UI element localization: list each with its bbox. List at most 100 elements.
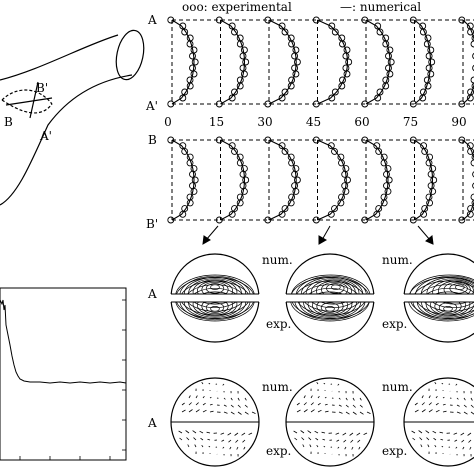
velocity-vector bbox=[195, 409, 200, 413]
row-b-exp-point bbox=[293, 176, 301, 184]
row-a-exp-point bbox=[215, 100, 223, 108]
velocity-vector bbox=[207, 438, 211, 441]
row-b-exp-point bbox=[385, 176, 393, 184]
row-b-exp-point bbox=[186, 159, 194, 167]
row-a-exp-point bbox=[409, 100, 417, 108]
angle-label-60: 60 bbox=[354, 115, 369, 129]
velocity-vector bbox=[463, 404, 467, 408]
row-b-exp-point bbox=[190, 187, 198, 195]
velocity-vector bbox=[195, 395, 198, 399]
velocity-vector bbox=[237, 404, 241, 408]
row-a-exp-point bbox=[466, 94, 474, 102]
vector-panel-1 bbox=[170, 377, 260, 467]
time-trace-plot bbox=[0, 287, 127, 461]
row-a-exp-point bbox=[278, 22, 286, 30]
contour-line-bottom bbox=[192, 291, 238, 317]
velocity-vector bbox=[222, 446, 225, 449]
velocity-vector bbox=[433, 437, 437, 441]
row-a-exp-point bbox=[179, 22, 187, 30]
row-b-exp-point bbox=[429, 187, 437, 195]
contour-panels bbox=[169, 253, 474, 343]
velocity-vector bbox=[209, 403, 213, 406]
velocity-vector bbox=[186, 437, 190, 441]
row-b-exp-point bbox=[264, 136, 272, 144]
row-b-exp-point bbox=[288, 159, 296, 167]
velocity-vector bbox=[324, 403, 328, 406]
row-b-exp-point bbox=[291, 182, 299, 190]
station-arrows bbox=[202, 225, 434, 245]
contour-line-bottom bbox=[303, 287, 357, 318]
velocity-vector bbox=[241, 432, 246, 436]
velocity-vector bbox=[321, 431, 326, 434]
velocity-vector bbox=[237, 397, 240, 401]
row-b-profile-curve-0 bbox=[171, 139, 195, 221]
velocity-vector bbox=[230, 411, 235, 415]
velocity-vector bbox=[414, 409, 419, 413]
row-a-exp-point bbox=[291, 64, 299, 72]
row-a-exp-point bbox=[471, 34, 474, 42]
velocity-vector bbox=[440, 438, 444, 441]
row-b-exp-point bbox=[409, 216, 417, 224]
row-a-exp-point bbox=[190, 46, 198, 54]
velocity-vector bbox=[441, 382, 444, 385]
velocity-vector bbox=[221, 439, 225, 442]
row-b-exp-point bbox=[215, 136, 223, 144]
row-a-exp-point bbox=[361, 100, 369, 108]
velocity-vector bbox=[228, 439, 232, 443]
angle-label-0: 0 bbox=[164, 115, 172, 129]
row-b-exp-point bbox=[239, 170, 247, 178]
row-a-exp-point bbox=[458, 16, 466, 24]
velocity-vector bbox=[411, 430, 416, 434]
velocity-vector bbox=[366, 411, 371, 414]
row-b-exp-point bbox=[186, 199, 194, 207]
velocity-vector bbox=[343, 439, 347, 443]
row-b-exp-point bbox=[291, 170, 299, 178]
velocity-vector bbox=[345, 397, 348, 401]
row-b-exp-point bbox=[231, 205, 238, 213]
velocity-vector bbox=[434, 444, 437, 448]
velocity-vector bbox=[359, 411, 364, 415]
velocity-vector bbox=[199, 430, 204, 434]
row-b-exp-point bbox=[425, 159, 433, 167]
velocity-vector bbox=[338, 397, 341, 400]
contour-exp-label-2: exp. bbox=[382, 317, 407, 331]
row-a-exp-point bbox=[472, 52, 474, 60]
pipe-label-b-prime: B' bbox=[36, 81, 48, 95]
contour-line-top bbox=[192, 279, 238, 305]
row-b-exp-point bbox=[189, 182, 196, 190]
row-b-exp-point bbox=[337, 199, 345, 207]
velocity-vector bbox=[202, 395, 205, 399]
contour-line-bottom bbox=[307, 291, 353, 317]
pipe-label-b: B bbox=[4, 115, 13, 129]
row-a-exp-point bbox=[239, 52, 247, 60]
row-a-exp-point bbox=[179, 94, 187, 102]
velocity-vector bbox=[425, 430, 430, 434]
row-a-exp-point bbox=[181, 28, 189, 36]
row-b-exp-point bbox=[292, 165, 300, 173]
velocity-vector bbox=[206, 431, 211, 434]
velocity-vector bbox=[316, 444, 319, 448]
row-b-exp-point bbox=[409, 136, 417, 144]
row-b-exp-point bbox=[240, 187, 248, 195]
velocity-vector bbox=[251, 411, 256, 414]
velocity-vector bbox=[244, 404, 248, 408]
velocity-vector bbox=[356, 432, 361, 436]
row-a-exp-point bbox=[264, 100, 272, 108]
velocity-vector bbox=[227, 432, 232, 436]
pipe-label-a-prime: A' bbox=[39, 129, 52, 143]
velocity-vector bbox=[324, 396, 327, 399]
angle-label-30: 30 bbox=[257, 115, 272, 129]
velocity-vector bbox=[442, 410, 447, 413]
row-a-profile-curve-2 bbox=[268, 19, 297, 105]
contour-panel-3 bbox=[402, 253, 474, 343]
velocity-vector bbox=[358, 446, 361, 450]
velocity-vector bbox=[434, 381, 437, 385]
velocity-vector bbox=[344, 446, 347, 450]
velocity-vector bbox=[317, 402, 321, 406]
row-a-exp-point bbox=[240, 46, 248, 54]
row-a-exp-point bbox=[385, 52, 392, 60]
row-b-profile-curve-1 bbox=[220, 139, 246, 221]
row-a-exp-point bbox=[376, 28, 384, 36]
